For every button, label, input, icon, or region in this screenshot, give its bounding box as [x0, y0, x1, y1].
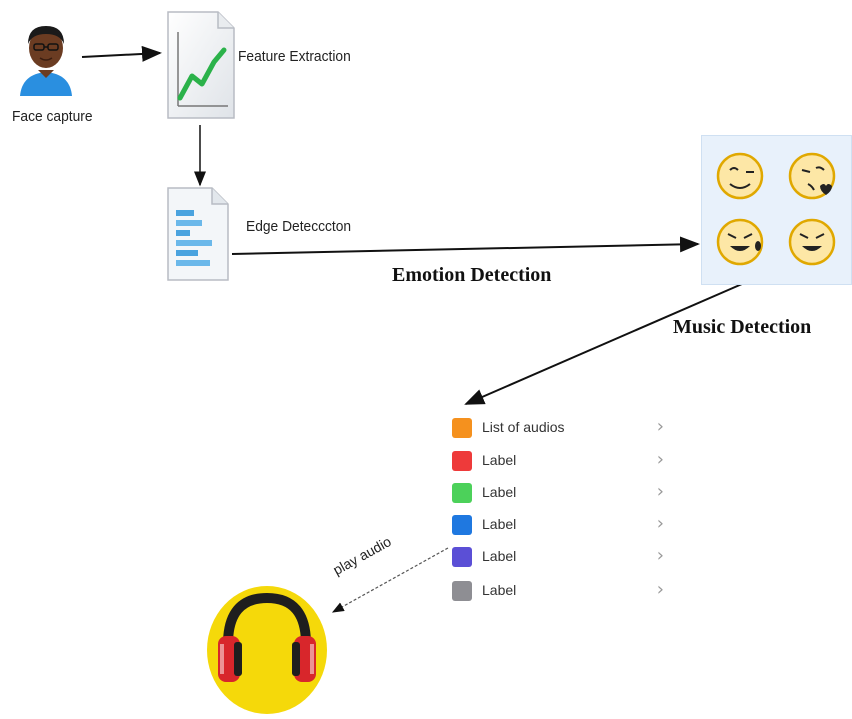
list-item-label: List of audios	[482, 419, 565, 435]
arrow-edge-to-emotion	[231, 236, 700, 255]
list-item[interactable]: Label ›	[452, 481, 664, 507]
color-swatch	[452, 483, 472, 503]
list-item[interactable]: Label ›	[452, 545, 664, 571]
chevron-right-icon: ›	[656, 513, 664, 534]
line-chart-document-icon	[167, 11, 235, 119]
chevron-right-icon: ›	[656, 416, 664, 437]
chevron-right-icon: ›	[656, 449, 664, 470]
arrow-face-to-feature	[81, 45, 162, 62]
list-item-label: Label	[482, 516, 517, 532]
color-swatch	[452, 418, 472, 438]
list-item-label: Label	[482, 548, 517, 564]
feature-extraction-node	[166, 10, 236, 120]
color-swatch	[452, 547, 472, 567]
emoji-faces-icon	[716, 152, 836, 266]
chevron-right-icon: ›	[656, 579, 664, 600]
music-detection-label: Music Detection	[673, 316, 812, 338]
text-document-icon	[167, 187, 229, 281]
color-swatch	[452, 581, 472, 601]
list-item-audios[interactable]: List of audios ›	[452, 416, 664, 442]
list-item[interactable]: Label ›	[452, 513, 664, 539]
list-item[interactable]: Label ›	[452, 449, 664, 475]
list-item[interactable]: Label ›	[452, 579, 664, 605]
color-swatch	[452, 515, 472, 535]
chevron-right-icon: ›	[656, 481, 664, 502]
chevron-right-icon: ›	[656, 545, 664, 566]
player-node[interactable]	[204, 574, 330, 714]
edge-detection-node	[166, 186, 230, 282]
face-capture-label: Face capture	[12, 108, 93, 125]
arrow-emotion-to-music	[464, 283, 743, 405]
emotion-detection-label: Emotion Detection	[392, 264, 552, 286]
headphones-emoji-icon	[207, 586, 327, 714]
emotion-faces-panel	[701, 135, 852, 285]
feature-extraction-label: Feature Extraction	[238, 48, 351, 65]
person-avatar-icon	[20, 26, 72, 96]
list-item-label: Label	[482, 452, 517, 468]
face-capture-node	[16, 18, 76, 98]
list-item-label: Label	[482, 484, 517, 500]
list-item-label: Label	[482, 582, 517, 598]
edge-detection-label: Edge Detecccton	[246, 218, 352, 235]
color-swatch	[452, 451, 472, 471]
arrow-list-to-player	[331, 547, 449, 613]
